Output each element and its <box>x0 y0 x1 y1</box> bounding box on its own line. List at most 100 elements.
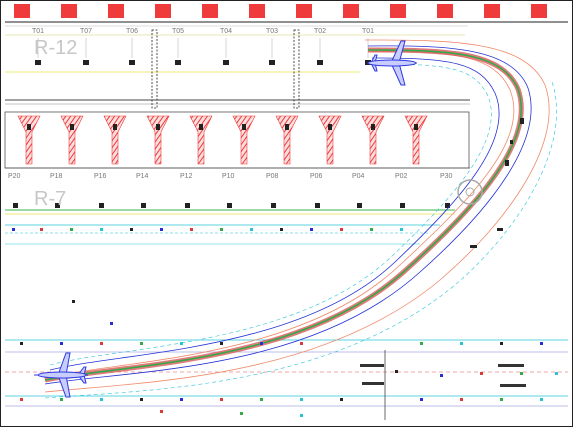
aircraft-icon <box>367 40 417 86</box>
stand-marker <box>357 203 362 208</box>
ground-marker <box>540 398 543 401</box>
hatch-block <box>437 4 453 18</box>
ground-marker <box>240 412 243 415</box>
hatch-block <box>14 4 30 18</box>
apron-label-r12: R-12 <box>34 37 77 59</box>
stand-marker <box>175 60 181 65</box>
stand-marker <box>35 60 41 65</box>
ground-marker <box>60 398 63 401</box>
upper-stand-label: T05 <box>172 28 184 35</box>
hatch-block <box>155 4 171 18</box>
stand-marker <box>27 124 31 130</box>
stand-hatch <box>146 115 170 165</box>
stand-hatch <box>103 115 127 165</box>
ground-marker <box>420 398 423 401</box>
ground-marker <box>20 342 23 345</box>
upper-stand-label: T02 <box>314 28 326 35</box>
apron-label-r7: R-7 <box>34 188 66 210</box>
ground-marker <box>500 398 503 401</box>
ground-marker <box>72 300 75 303</box>
stand-marker <box>285 124 289 130</box>
ground-marker <box>180 342 183 345</box>
stand-marker <box>271 203 276 208</box>
compass-circle-icon <box>457 179 483 205</box>
ground-marker <box>400 228 403 231</box>
ground-marker <box>20 398 23 401</box>
upper-stand-label: T06 <box>126 28 138 35</box>
stand-marker <box>269 60 275 65</box>
stand-marker <box>371 124 375 130</box>
hatch-block <box>484 4 500 18</box>
ground-marker <box>220 398 223 401</box>
upper-stand-label: T01 <box>32 28 44 35</box>
lower-stand-label: P04 <box>352 173 365 180</box>
ground-marker <box>250 228 253 231</box>
ground-markers <box>12 228 558 417</box>
ground-marker <box>460 342 463 345</box>
lower-stand-label: P16 <box>94 173 107 180</box>
stand-marker <box>129 60 135 65</box>
ground-marker <box>340 228 343 231</box>
ground-marker <box>555 372 558 375</box>
lower-stand-label: P14 <box>136 173 149 180</box>
ground-marker <box>300 342 303 345</box>
stand-hatch <box>60 115 84 165</box>
ground-marker <box>180 398 183 401</box>
ground-marker <box>440 374 443 377</box>
stand-marker <box>227 203 232 208</box>
stand-marker <box>99 203 104 208</box>
stand-marker <box>414 124 418 130</box>
ground-marker <box>110 322 113 325</box>
top-hatch-strip <box>14 4 547 18</box>
ground-marker <box>140 398 143 401</box>
ground-marker <box>340 398 343 401</box>
upper-stand-label: T07 <box>80 28 92 35</box>
stand-hatch <box>361 115 385 165</box>
ground-marker <box>40 228 43 231</box>
ground-marker <box>140 342 143 345</box>
lower-stand-label: P12 <box>180 173 193 180</box>
hatch-block <box>531 4 547 18</box>
ground-marker <box>520 372 523 375</box>
ground-marker <box>100 398 103 401</box>
ground-marker <box>12 228 15 231</box>
stand-marker <box>13 203 18 208</box>
stand-marker <box>156 124 160 130</box>
stand-marker <box>223 60 229 65</box>
ground-marker <box>300 398 303 401</box>
ground-marker <box>160 228 163 231</box>
stand-marker <box>113 124 117 130</box>
upper-stand-label: T04 <box>220 28 232 35</box>
ground-marker <box>500 342 503 345</box>
ground-marker <box>130 228 133 231</box>
ground-marker <box>460 398 463 401</box>
stand-hatch <box>318 115 342 165</box>
lower-stand-label: P02 <box>395 173 408 180</box>
ground-marker <box>100 228 103 231</box>
hatch-block <box>296 4 312 18</box>
lower-stand-label: P30 <box>440 173 453 180</box>
ground-marker <box>260 342 263 345</box>
stand-hatch <box>404 115 428 165</box>
lower-stand-label: P10 <box>222 173 235 180</box>
ground-marker <box>420 342 423 345</box>
ground-marker <box>60 342 63 345</box>
ground-marker <box>300 414 303 417</box>
ground-marker <box>280 228 283 231</box>
lower-stand-label: P08 <box>266 173 279 180</box>
stand-hatch <box>17 115 41 165</box>
stand-marker <box>242 124 246 130</box>
ground-marker <box>260 398 263 401</box>
upper-stand-label: T03 <box>266 28 278 35</box>
ground-marker <box>220 228 223 231</box>
ground-marker <box>160 410 163 413</box>
ground-marker <box>190 228 193 231</box>
lower-stand-label: P20 <box>8 173 21 180</box>
hatch-block <box>343 4 359 18</box>
stand-marker <box>199 124 203 130</box>
stand-marker <box>445 203 450 208</box>
lower-stand-label: P18 <box>50 173 63 180</box>
